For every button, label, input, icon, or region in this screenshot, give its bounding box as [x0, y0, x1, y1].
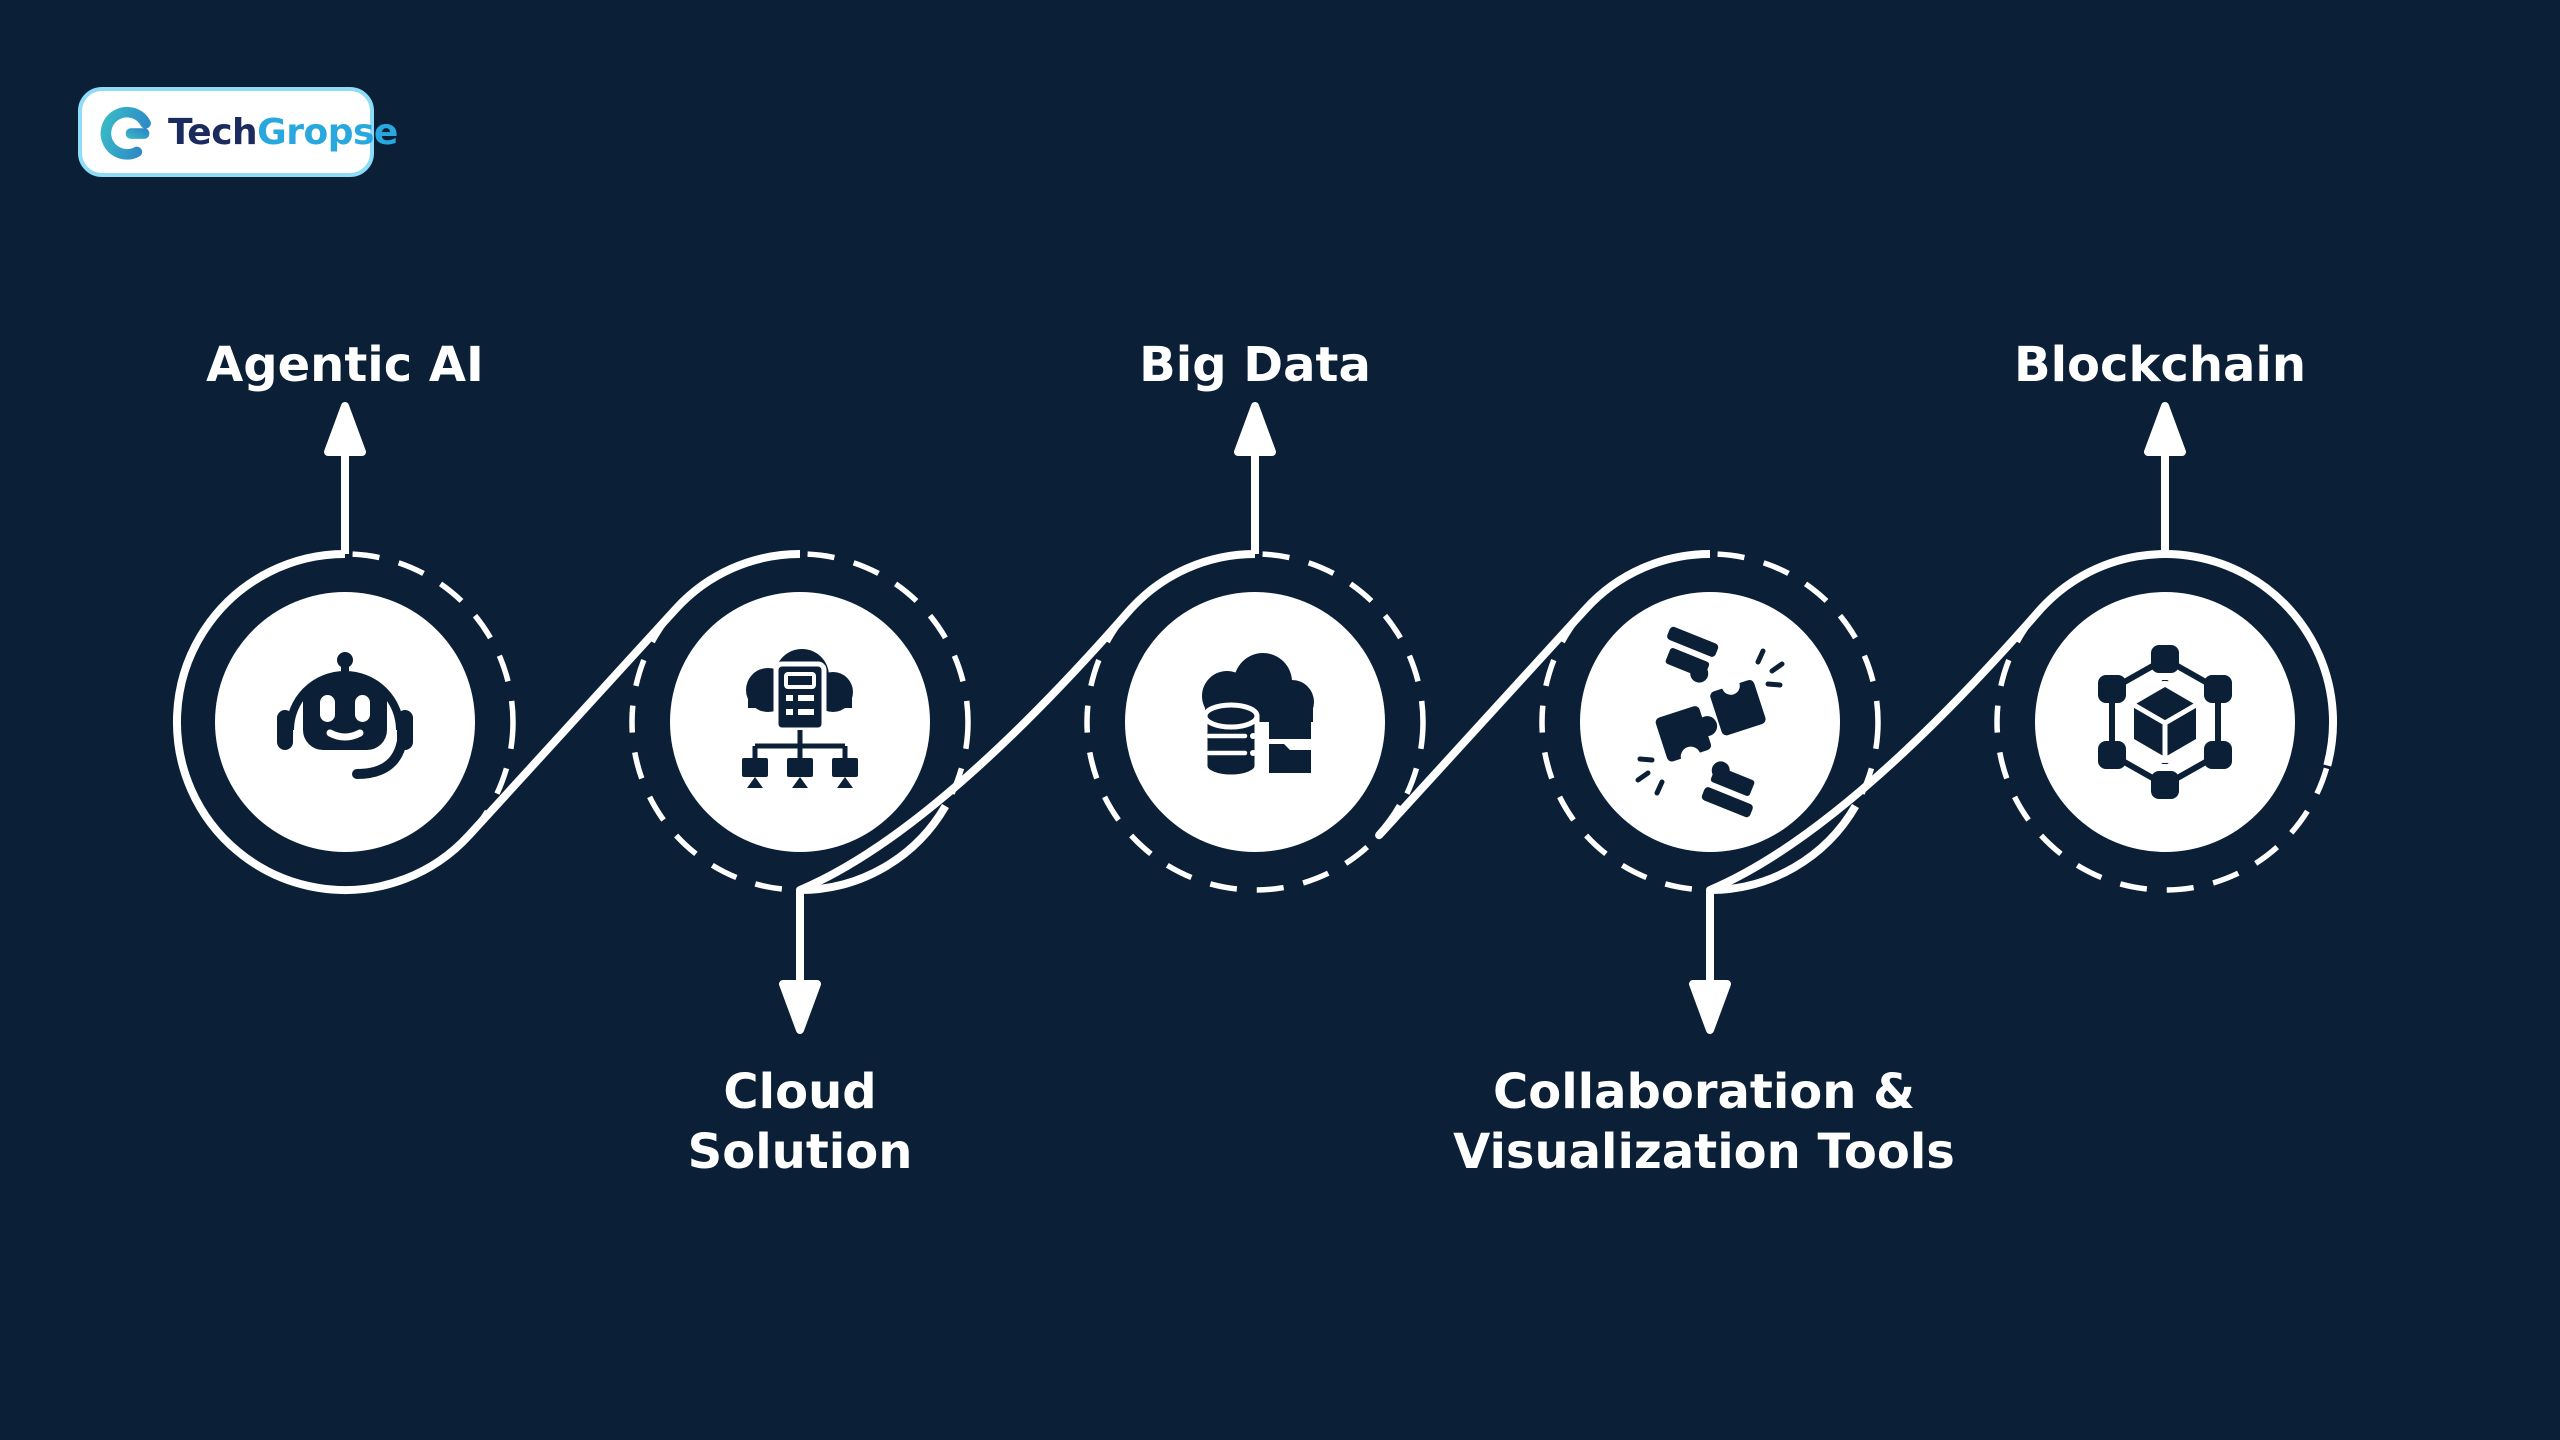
dashed-ring-2 — [629, 551, 971, 893]
label-text: Agentic AI — [206, 337, 484, 393]
blockchain-network-cube-icon — [2098, 645, 2232, 799]
label-blockchain: Blockchain — [2014, 335, 2306, 395]
label-line-2: Solution — [687, 1124, 913, 1180]
arrow-down-cloud-solution — [779, 890, 821, 1034]
label-line-2: Visualization Tools — [1453, 1124, 1955, 1180]
label-line-1: Collaboration & — [1492, 1064, 1916, 1120]
techgropse-logo: TechGropse — [78, 87, 398, 177]
arrow-up-big-data — [1234, 402, 1276, 554]
arrow-up-agentic-ai — [324, 402, 366, 554]
label-text: Blockchain — [2013, 337, 2307, 393]
techgropse-g-icon — [100, 106, 154, 160]
logo-text-tech: Tech — [168, 111, 258, 153]
ribbon-segment-2 — [796, 550, 1256, 894]
label-cloud-solution: Cloud Solution — [688, 1062, 913, 1182]
label-agentic-ai: Agentic AI — [206, 335, 484, 395]
hands-puzzle-icon — [1635, 626, 1785, 818]
robot-assistant-icon — [277, 652, 413, 779]
dashed-ring-3 — [1084, 551, 1426, 893]
logo-text-gropse: Gropse — [257, 111, 398, 153]
arrow-down-collaboration — [1689, 890, 1731, 1034]
ribbon-segment-3 — [1375, 550, 1711, 840]
cloud-database-folders-icon — [1202, 653, 1314, 780]
arrows — [324, 402, 2186, 1034]
label-line-1: Cloud — [723, 1064, 877, 1120]
label-big-data: Big Data — [1139, 335, 1371, 395]
ribbon-path — [173, 550, 2338, 894]
techgropse-logo-text: TechGropse — [168, 112, 398, 153]
dashed-ring-4 — [1539, 551, 1881, 893]
arrow-up-blockchain — [2144, 402, 2186, 554]
ribbon-segment-1 — [173, 550, 801, 894]
label-text: Big Data — [1139, 337, 1371, 393]
label-collaboration-visualization-tools: Collaboration & Visualization Tools — [1453, 1062, 1955, 1182]
ribbon-segment-4 — [1706, 550, 2338, 894]
cloud-server-network-icon — [742, 649, 858, 788]
